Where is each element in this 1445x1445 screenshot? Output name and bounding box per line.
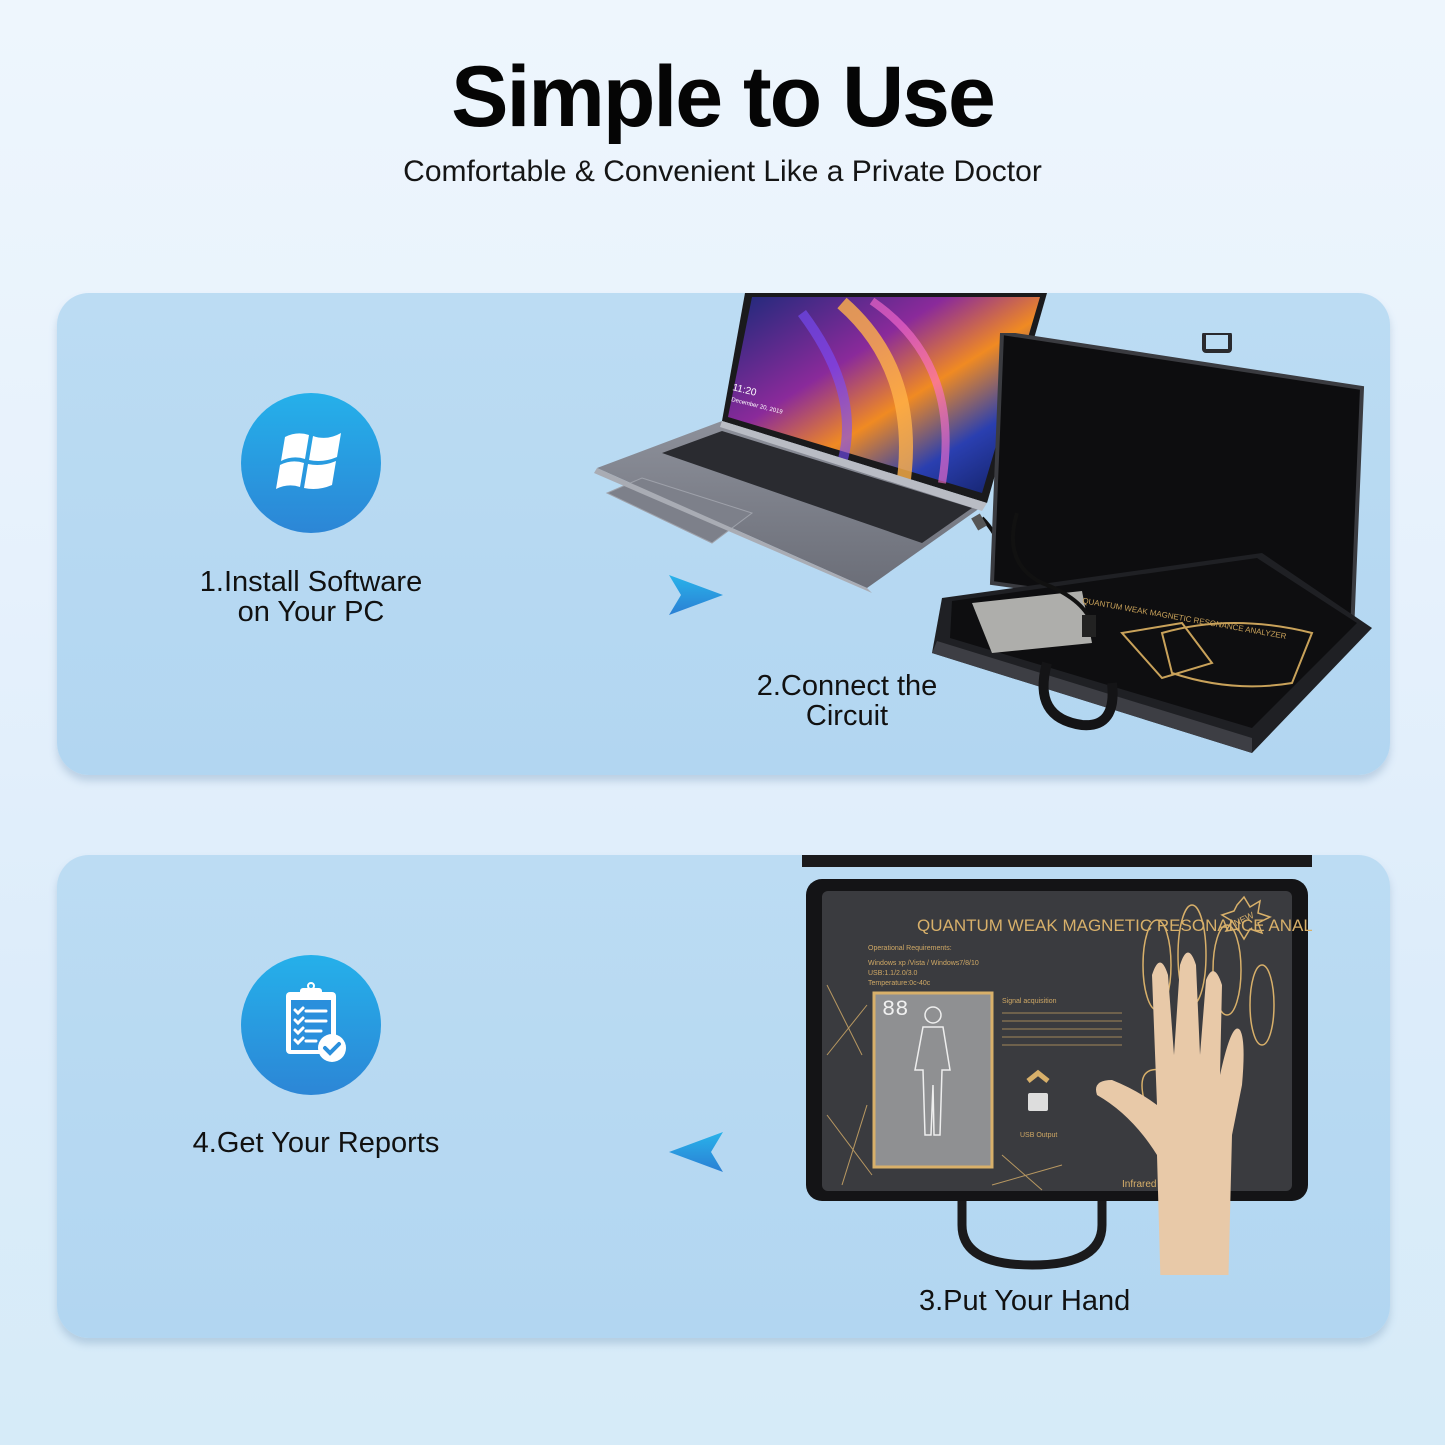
windows-logo-icon bbox=[241, 393, 381, 533]
step-4-label: 4.Get Your Reports bbox=[192, 1127, 440, 1159]
device-panel-title: QUANTUM WEAK MAGNETIC RESONANCE ANALYZER bbox=[917, 916, 1312, 935]
page-title: Simple to Use bbox=[451, 49, 996, 145]
analyzer-case-image: QUANTUM WEAK MAGNETIC RESONANCE ANALYZER bbox=[932, 333, 1372, 753]
clipboard-checklist-icon bbox=[241, 955, 381, 1095]
steps-panel-top: 1.Install Software on Your PC 11:2 bbox=[57, 293, 1390, 775]
arrow-left-icon bbox=[669, 1132, 723, 1172]
requirement-temp: Temperature:0c-40c bbox=[868, 980, 931, 987]
step-3-label: 3.Put Your Hand bbox=[919, 1285, 1131, 1317]
step-2-label-line1: 2.Connect the bbox=[756, 670, 938, 702]
requirement-os: Windows xp /Vista / Windows7/8/10 bbox=[868, 960, 979, 967]
step-2-label: 2.Connect the Circuit bbox=[717, 671, 977, 731]
step-2-label-line2: Circuit bbox=[805, 700, 889, 732]
steps-panel-bottom: 4.Get Your Reports QUANTUM WEAK MAGNETIC… bbox=[57, 855, 1390, 1338]
arrow-right-icon bbox=[669, 575, 723, 615]
signal-heading: Signal acquisition bbox=[1002, 998, 1057, 1005]
display-digits: 88 bbox=[882, 997, 908, 1022]
laptop-image: 11:20 December 20, 2019 bbox=[594, 293, 1052, 593]
step-1-label-line1: 1.Install Software bbox=[199, 566, 423, 598]
usb-output-label: USB Output bbox=[1020, 1132, 1057, 1139]
requirement-usb: USB:1.1/2.0/3.0 bbox=[868, 970, 918, 977]
page-subtitle: Comfortable & Convenient Like a Private … bbox=[403, 155, 1042, 188]
step-1-label: 1.Install Software on Your PC bbox=[161, 567, 461, 627]
requirements-heading: Operational Requirements: bbox=[868, 945, 952, 952]
analyzer-hand-image: QUANTUM WEAK MAGNETIC RESONANCE ANALYZER… bbox=[802, 855, 1312, 1275]
step-1-label-line2: on Your PC bbox=[237, 596, 385, 628]
